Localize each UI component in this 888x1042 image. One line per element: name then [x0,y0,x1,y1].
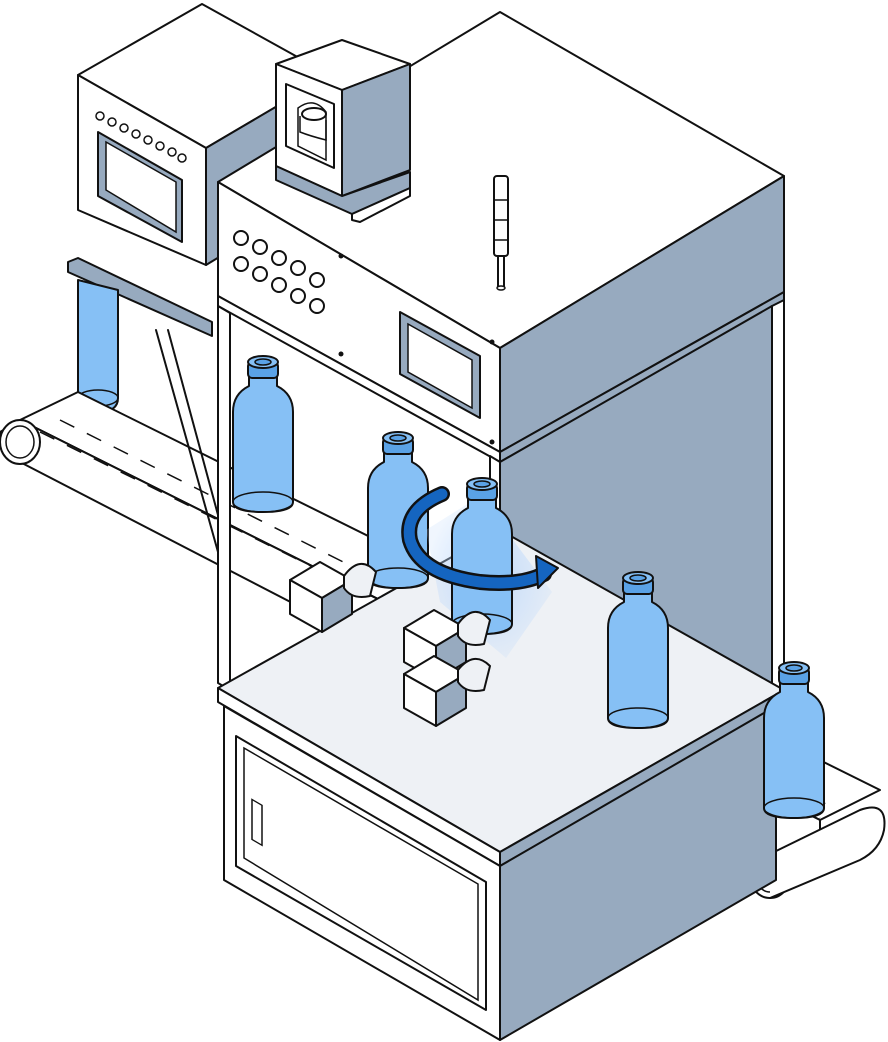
rotation-station [289,477,559,727]
rotation-arrow [401,486,559,591]
inspection-camera [275,39,411,223]
door-handle [251,798,263,847]
control-buttons [233,230,495,445]
signal-tower [493,175,509,291]
bottle [232,355,294,513]
rotation-rollers [289,561,491,727]
indicator-lights [95,111,187,163]
touch-screen [399,311,481,419]
cabinet-door [235,735,487,1011]
support-strut [155,329,219,553]
